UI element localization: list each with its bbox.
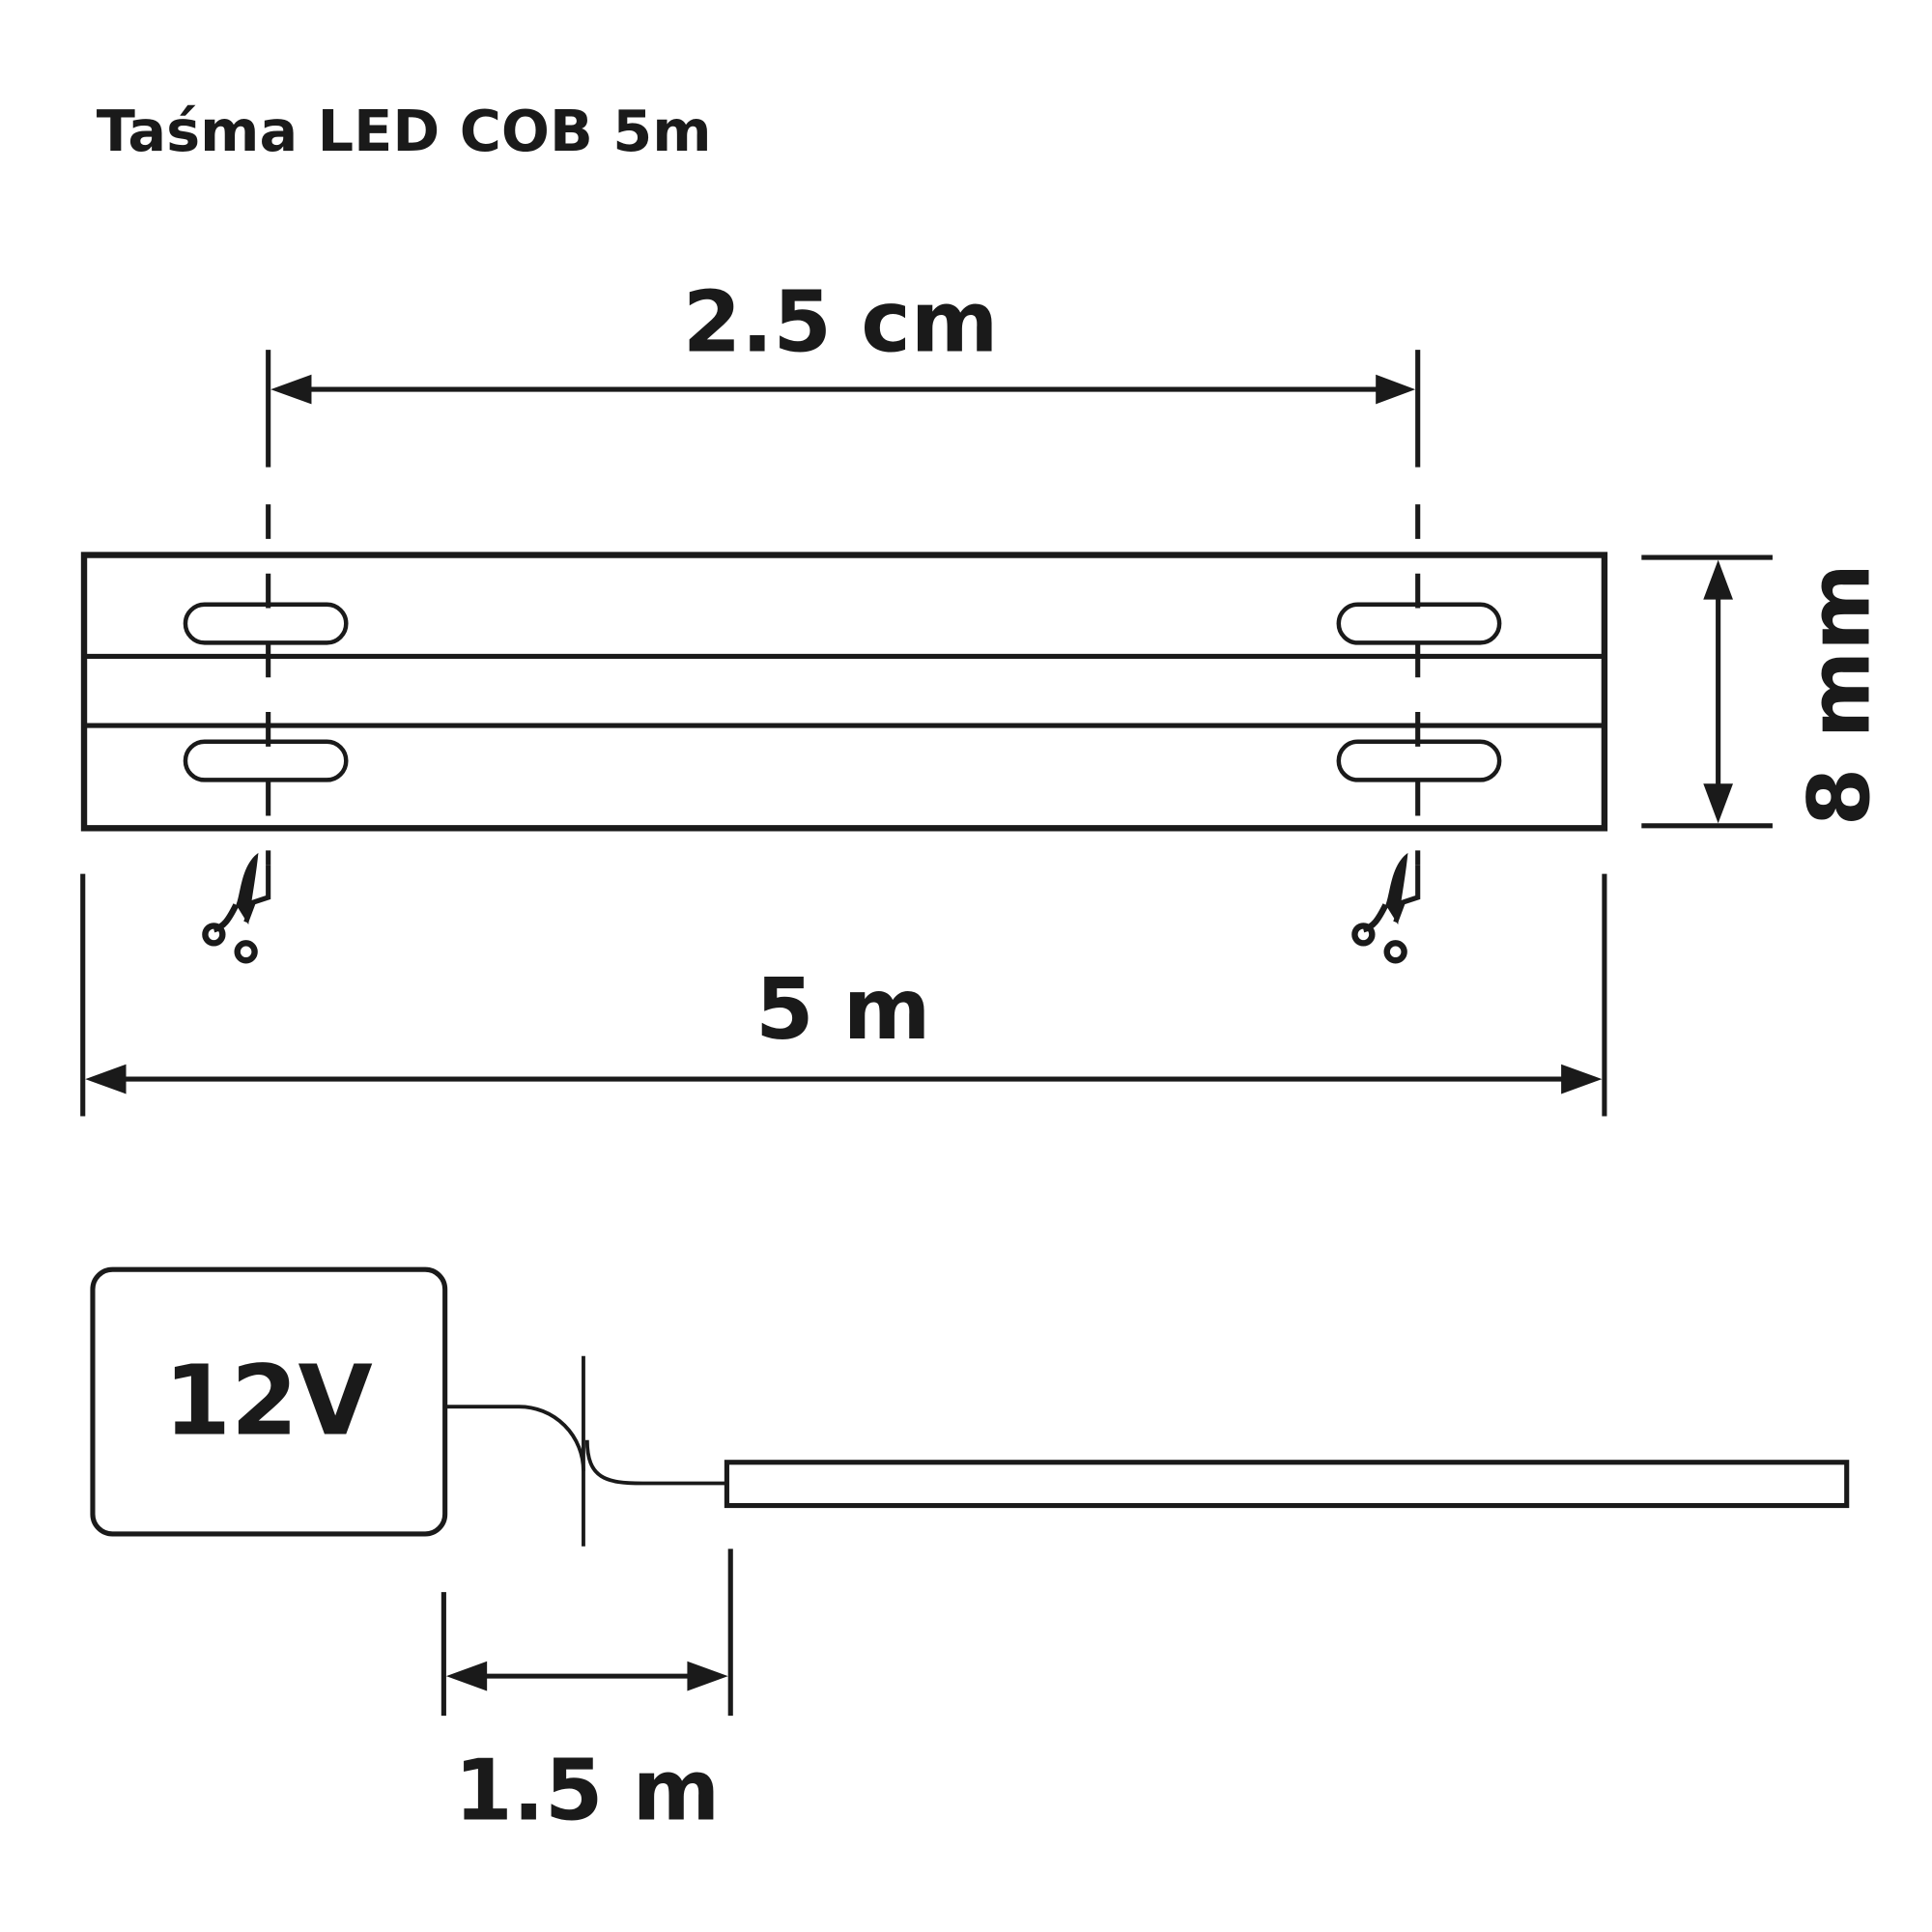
width-dimension: 8 mm <box>1641 554 1889 829</box>
cut-spacing-label: 2.5 cm <box>683 272 999 371</box>
cut-spacing-dimension: 2.5 cm <box>266 272 1421 468</box>
led-strip-top-view <box>80 504 1608 960</box>
cable <box>444 1355 727 1547</box>
cable-length-label: 1.5 m <box>454 1742 720 1840</box>
cut-lines <box>266 504 1421 866</box>
power-supply: 12V <box>90 1266 448 1537</box>
width-label: 8 mm <box>1791 563 1889 826</box>
cable-length-dimension: 1.5 m <box>440 1548 733 1840</box>
scissors-icon <box>205 853 268 960</box>
page-title: Taśma LED COB 5m <box>97 98 712 164</box>
total-length-label: 5 m <box>755 960 930 1059</box>
power-supply-label: 12V <box>164 1344 373 1457</box>
scissors-icon <box>1354 853 1417 960</box>
solder-pads <box>183 602 1502 782</box>
led-strip-side-view <box>724 1460 1850 1509</box>
total-length-dimension: 5 m <box>80 873 1607 1117</box>
